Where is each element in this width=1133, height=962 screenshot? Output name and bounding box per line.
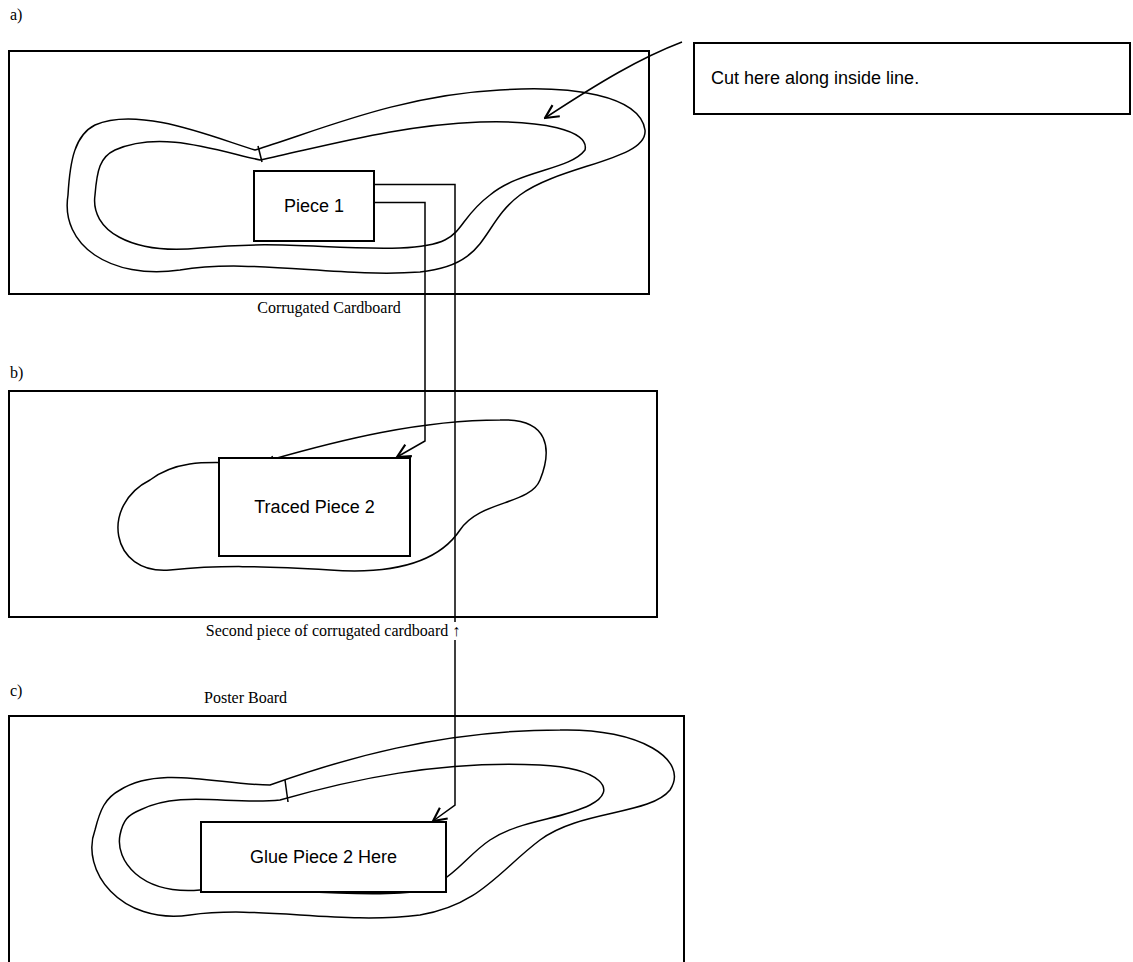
cardboard-sheet: Corrugated CardboardPiece 1	[8, 50, 650, 295]
box-label: Cut here along inside line.	[711, 68, 919, 89]
inner-outline	[95, 122, 586, 249]
piece-label-box: Traced Piece 2	[218, 457, 411, 557]
inner-outline	[119, 764, 603, 894]
box-label: Glue Piece 2 Here	[250, 847, 397, 868]
neck-tick	[258, 146, 262, 162]
connector-arrow	[375, 202, 425, 457]
piece-label-box: Piece 1	[253, 170, 375, 242]
leader-arrow	[545, 42, 682, 118]
callout-box: Cut here along inside line.	[693, 42, 1131, 115]
outer-outline	[67, 89, 645, 273]
sheet-caption: Poster Board	[202, 689, 289, 707]
sheet-caption: Second piece of corrugated cardboard ↑	[204, 622, 463, 640]
outer-outline	[92, 730, 675, 918]
cardboard-sheet: Second piece of corrugated cardboard ↑Tr…	[8, 390, 658, 618]
box-label: Traced Piece 2	[254, 497, 374, 518]
poster-board-sheet: Poster BoardGlue Piece 2 Here	[8, 715, 685, 962]
box-label: Piece 1	[284, 196, 344, 217]
sheet-caption: Corrugated Cardboard	[255, 299, 403, 317]
neck-tick	[285, 780, 288, 802]
panel-letter: b)	[10, 364, 23, 382]
glue-label-box: Glue Piece 2 Here	[200, 821, 447, 893]
panel-letter: c)	[10, 682, 22, 700]
traced-outline	[118, 420, 546, 571]
panel-letter: a)	[10, 6, 22, 24]
